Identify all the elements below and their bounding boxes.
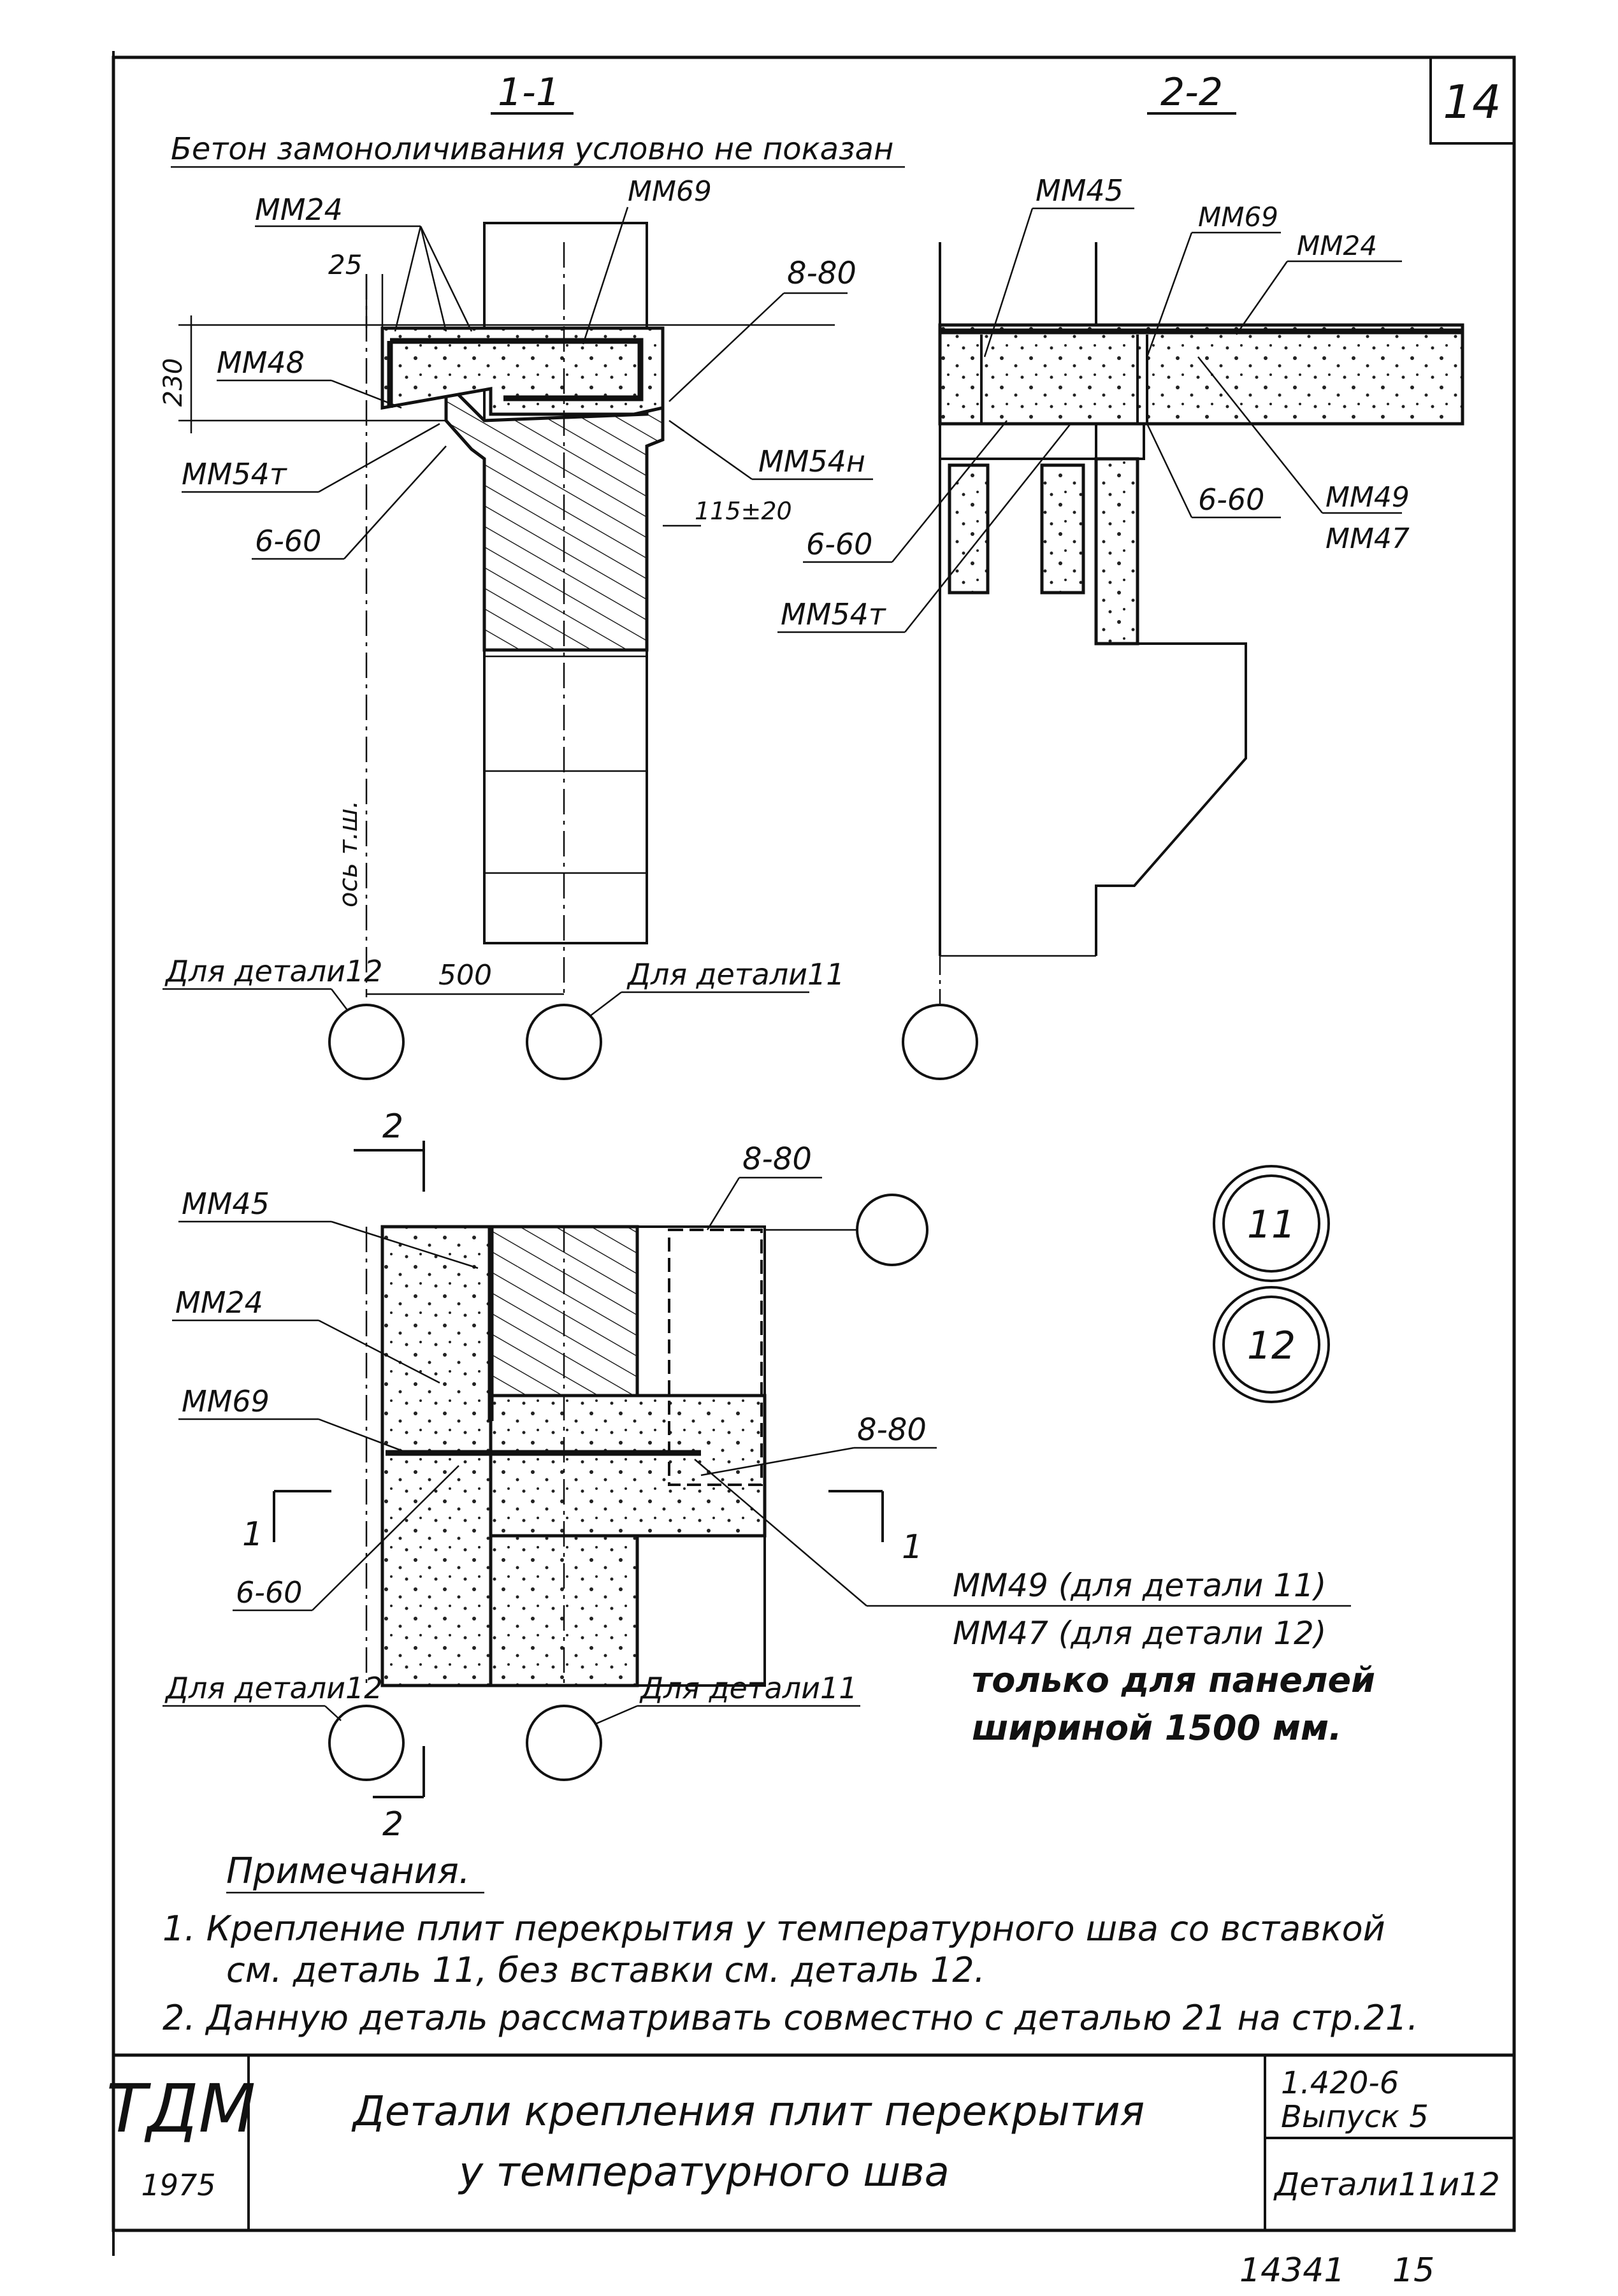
lower-outline [1095,642,1247,956]
title-block: ТДМ 1975 Детали крепления плит перекрыти… [106,2053,1514,2230]
plan-slab-middle [489,1394,767,1538]
sheet-title-1: Детали крепления плит перекрытия [351,2088,1145,2135]
label-mm69: ММ69 [628,175,712,208]
notes-heading: Примечания. [226,1851,470,1892]
label-6-60: 6-60 [255,524,321,558]
column-head-hatched [444,378,665,652]
plan-slab-left [380,1225,493,1687]
logo-tdm: ТДМ [106,2070,256,2148]
note-1a: 1. Крепление плит перекрытия у температу… [163,1909,1385,1949]
s2-label-6-60-left: 6-60 [806,527,872,561]
for-detail11-label: Для детали11 [626,957,845,992]
label-8-80: 8-80 [787,256,856,291]
s2-label-mm49: ММ49 [1325,481,1410,514]
year: 1975 [141,2168,215,2202]
sheet-name: Детали11и12 [1273,2166,1500,2203]
label-mm24: ММ24 [255,192,343,227]
plan-insert-lower [636,1534,766,1687]
section-1-1: 1-1 Бетон замоноличивания условно не пок… [159,70,905,1080]
detail-12-number: 12 [1247,1324,1296,1368]
note-mm49: ММ49 (для детали 11) [953,1567,1326,1604]
page-number: 15 [1392,2251,1434,2290]
s2-label-mm54t: ММ54т [781,597,886,632]
s2-label-mm45: ММ45 [1036,173,1123,208]
label-mm48: ММ48 [217,345,305,380]
slab-band [938,323,1464,426]
plan-view: 2 ММ45 8-80 ММ24 ММ69 8-80 1 [163,1108,1375,1844]
section-1-1-title: 1-1 [498,70,560,115]
for-detail12-label: Для детали12 [164,954,383,988]
sheet-title-2: у температурного шва [458,2149,950,2196]
notes-block: Примечания. 1. Крепление плит перекрытия… [163,1851,1419,2038]
s2-label-mm69: ММ69 [1198,201,1278,233]
cut-mark-2-top: 2 [382,1108,403,1146]
plan-circle-center [526,1705,602,1781]
note-1b: см. деталь 11, без вставки см. деталь 12… [226,1950,985,1990]
plan-label-mm69: ММ69 [182,1384,270,1419]
embedded-plate-mm69 [390,338,644,401]
cut-mark-2-bottom: 2 [382,1805,403,1844]
slab-section [380,326,665,416]
dim-25: 25 [328,249,362,280]
cut-mark-1-left: 1 [242,1515,263,1554]
series-number: 1.420-6 [1281,2065,1399,2101]
s2-label-mm47: ММ47 [1325,523,1410,555]
plan-circle-top-right [856,1194,928,1266]
plan-label-6-60: 6-60 [236,1575,302,1610]
label-mm54t: ММ54т [182,457,287,491]
section-2-2: 2-2 ММ45 ММ69 ММ24 6-60 6-60 ММ49 [777,70,1464,1080]
s2-axis-circle [902,1004,978,1080]
rib-2 [1040,463,1085,595]
label-mm54n: ММ54н [758,444,865,479]
sheet-number-box: 14 [1429,57,1514,145]
dim-115: 115±20 [695,497,792,525]
axis-circle-left [328,1004,405,1080]
plan-for-detail12: Для детали12 [164,1671,383,1705]
axis-circle-center [526,1004,602,1080]
note-panels-1: только для панелей [972,1660,1375,1700]
s2-label-mm24: ММ24 [1297,230,1377,261]
note-panels-2: шириной 1500 мм. [972,1708,1342,1748]
detail-12-inner [1222,1296,1320,1394]
detail-11-number: 11 [1247,1202,1296,1247]
plan-label-8-80-bottom: 8-80 [857,1412,927,1448]
s2-label-6-60-right: 6-60 [1198,482,1264,517]
plan-label-mm45: ММ45 [182,1187,270,1221]
rib-3 [1094,457,1139,646]
plan-circle-left [328,1705,405,1781]
dim-500: 500 [438,959,492,992]
plan-label-8-80-top: 8-80 [742,1141,812,1177]
note-2: 2. Данную деталь рассматривать совместно… [163,1998,1419,2038]
note-mm47: ММ47 (для детали 12) [953,1615,1326,1652]
axis-label: ось т.ш. [334,800,363,907]
plan-for-detail11: Для детали11 [639,1671,858,1705]
detail-11-inner [1222,1174,1320,1273]
concrete-note: Бетон замоноличивания условно не показан [171,131,893,167]
section-2-2-title: 2-2 [1160,70,1223,115]
plan-insert-upper [668,1229,763,1486]
detail-markers: 11 12 [1213,1165,1330,1403]
plan-label-mm24: ММ24 [175,1285,263,1320]
issue-number: Выпуск 5 [1281,2099,1429,2135]
sheet-number: 14 [1443,75,1501,129]
dim-230: 230 [159,358,188,407]
cut-mark-1-right: 1 [902,1528,923,1566]
archive-number: 14341 [1239,2251,1345,2290]
